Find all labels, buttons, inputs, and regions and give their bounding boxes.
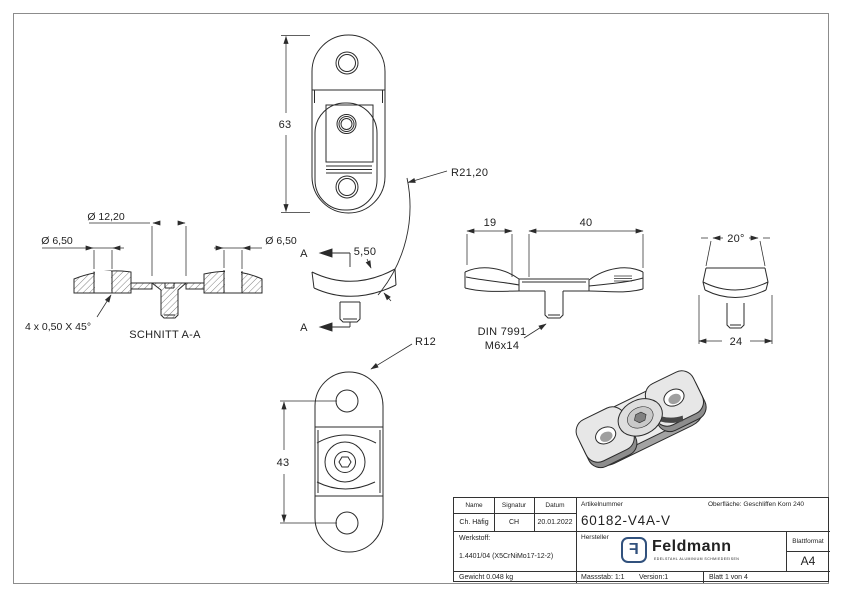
iso-view [575, 370, 707, 469]
date-label: Datum [545, 502, 565, 509]
feldmann-logo-mark: F [621, 537, 647, 563]
radius-r12-label: R12 [415, 336, 436, 348]
version-value: Version:1 [639, 574, 669, 581]
top-view-outline [311, 34, 386, 214]
dim-550-label: 5,50 [354, 246, 377, 258]
article-number-label: Artikelnummer [581, 501, 623, 508]
bottom-view-center-bore [324, 441, 366, 483]
cut-letter-top: A [300, 248, 308, 260]
dim-20deg-label: 20° [727, 233, 745, 245]
end-stud [726, 303, 745, 329]
feldmann-logo-text: Feldmann [652, 538, 732, 555]
name-value: Ch. Häfig [459, 518, 489, 526]
dim-19 [466, 228, 513, 277]
dim-43-label: 43 [277, 457, 290, 469]
dim-63-label: 63 [279, 119, 292, 131]
material-label: Werkstoff: [459, 535, 491, 542]
dim-550 [365, 258, 392, 302]
top-view-center-bore [336, 114, 357, 134]
side-view [311, 268, 397, 323]
dim-43 [280, 400, 337, 524]
signature-value: CH [508, 518, 520, 526]
dim-dia1220-label: Ø 12,20 [87, 211, 125, 223]
bottom-view-hole-bottom [335, 511, 359, 535]
scale-value: Massstab: 1:1 [581, 574, 625, 581]
manufacturer-label: Hersteller [581, 534, 609, 541]
dim-40 [528, 228, 644, 277]
feldmann-logo-letter: F [629, 541, 639, 558]
dim-20deg [701, 235, 770, 267]
article-number: 60182-V4A-V [581, 513, 671, 528]
dim-dia650-right [214, 245, 262, 269]
dim-dia650-right-label: Ø 6,50 [265, 235, 297, 247]
cut-letter-bottom: A [300, 322, 308, 334]
iso-hex-socket [634, 411, 647, 424]
profile-view [464, 267, 644, 319]
dim-dia1220 [89, 220, 187, 276]
top-view-saddle-outline [314, 102, 378, 211]
surface-finish: Oberfläche: Geschliffen Korn 240 [708, 501, 804, 508]
end-view [702, 267, 769, 329]
top-view-hole-top [335, 51, 359, 75]
radius-r2120-label: R21,20 [451, 167, 488, 179]
screw-leader [523, 323, 547, 339]
section-view [73, 270, 263, 319]
screw-size-label: M6x14 [485, 340, 520, 352]
dim-dia650-left [42, 245, 124, 269]
dim-24-label: 24 [730, 336, 743, 348]
name-label: Name [465, 502, 483, 509]
signature-label: Signatur [501, 502, 527, 509]
feldmann-logo-tagline: EDELSTAHL ALUMINIUM SCHMIEDEEISEN [654, 557, 740, 561]
dim-40-label: 40 [580, 217, 593, 229]
profile-stud [544, 291, 564, 319]
bottom-view-outline [314, 371, 384, 553]
sheet-format-label: Blattformat [792, 537, 824, 545]
dim-63 [281, 35, 310, 213]
cut-line-bottom [318, 322, 351, 332]
chamfer-leader [96, 294, 112, 318]
material-value: 1.4401/04 (X5CrNiMo17-12-2) [459, 553, 554, 560]
bottom-view [314, 371, 384, 553]
date-value: 20.01.2022 [537, 518, 573, 526]
cut-line-top [318, 248, 351, 267]
side-saddle-top [311, 268, 396, 282]
top-view-hole-bottom [335, 175, 359, 199]
dim-dia650-left-label: Ø 6,50 [41, 235, 73, 247]
top-view [311, 34, 386, 214]
screw-standard-label: DIN 7991 [478, 326, 527, 338]
sheet-number: Blatt 1 von 4 [709, 574, 748, 581]
sheet-format-value: A4 [800, 554, 816, 568]
page-frame [13, 13, 829, 584]
dim-24 [698, 295, 773, 344]
radius-r2120 [377, 170, 448, 296]
chamfer-note: 4 x 0,50 X 45° [25, 321, 91, 333]
radius-r12-leader [370, 343, 413, 370]
section-screw [150, 282, 188, 319]
dim-19-label: 19 [484, 217, 497, 229]
weight-value: Gewicht 0.048 kg [459, 574, 514, 581]
bottom-view-hole-top [335, 389, 359, 413]
bottom-view-hex-socket [338, 456, 352, 468]
title-block: Name Signatur Datum Ch. Häfig CH 20.01.2… [453, 497, 830, 583]
section-title: SCHNITT A-A [129, 329, 201, 341]
